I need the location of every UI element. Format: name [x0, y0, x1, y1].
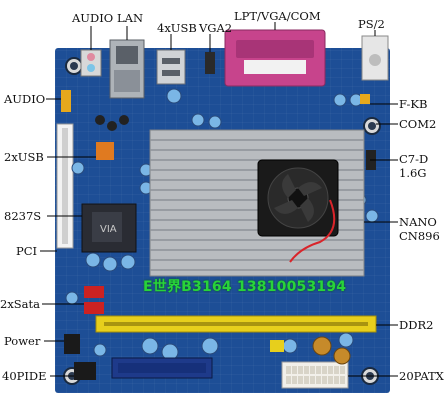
capacitor: [166, 88, 182, 104]
label-nano: NANO: [399, 215, 437, 229]
fan-blade: [300, 198, 314, 222]
label-audio-top: AUDIO: [72, 11, 114, 25]
label-ps2: PS/2: [358, 17, 385, 31]
label-1-6g: 1.6G: [399, 166, 427, 180]
capacitor: [191, 113, 205, 127]
chip-8237s-die: [92, 212, 122, 242]
label-com2: COM2: [399, 117, 437, 131]
watermark-text: E世界B3164 13810053194: [143, 279, 347, 295]
atx-power-pins: [286, 366, 345, 384]
capacitor: [102, 256, 118, 272]
label-c7-d: C7-D: [399, 152, 429, 166]
label-4xusb: 4xUSB: [157, 21, 197, 35]
sata-port: [84, 302, 104, 314]
jumper-block: [270, 340, 284, 352]
fan-blade: [282, 174, 296, 198]
label-40pide: 40PIDE: [2, 369, 47, 383]
label-power: Power: [4, 334, 41, 348]
label-lan: LAN: [117, 11, 144, 25]
fan-blade: [274, 200, 298, 214]
usb-port-block: [156, 49, 186, 85]
capacitor: [71, 161, 85, 175]
mount-hole-center: [70, 62, 78, 70]
label-lpt-vga-com: LPT/VGA/COM: [234, 9, 321, 23]
ddr2-slot-channel: [104, 322, 368, 326]
lpt-sticker: [244, 60, 306, 74]
pci-slot-channel: [62, 128, 68, 244]
power-header: [64, 334, 80, 354]
capacitor: [333, 93, 347, 107]
audio-jack-blue: [87, 64, 95, 72]
sata-port: [84, 286, 104, 298]
f-kb-header: [360, 94, 370, 104]
audio-header: [61, 90, 71, 112]
label-2xsata: 2xSata: [0, 297, 41, 311]
ide-side-header: [74, 362, 96, 380]
usb-stack: [114, 70, 140, 92]
label-2xusb: 2xUSB: [4, 150, 44, 164]
lan-port-socket: [116, 46, 138, 64]
ps2-socket: [369, 54, 381, 66]
lpt-port-pins: [236, 40, 314, 58]
inductor: [333, 347, 351, 365]
fan-blade: [298, 182, 322, 196]
leader-lines: [40, 22, 398, 377]
fan-cable: [289, 199, 336, 263]
usb-slot: [162, 58, 180, 64]
label-cn896: CN896: [399, 229, 440, 243]
capacitor: [95, 115, 105, 125]
capacitor: [141, 337, 159, 355]
label-8237s: 8237S: [4, 209, 42, 223]
chip-logo: VIA: [100, 224, 117, 235]
vga2-header: [205, 52, 215, 74]
capacitor: [119, 115, 129, 125]
capacitor: [365, 209, 379, 223]
capacitor: [93, 343, 107, 357]
ide-connector-pins: [118, 363, 206, 373]
label-vga2: VGA2: [199, 21, 233, 35]
label-pci: PCI: [16, 244, 38, 258]
capacitor: [120, 254, 136, 270]
capacitor: [282, 338, 298, 354]
mount-hole-center: [368, 122, 376, 130]
capacitor: [338, 332, 354, 348]
label-audio-left: AUDIO: [4, 92, 46, 106]
capacitor: [208, 115, 222, 129]
capacitor: [201, 337, 219, 355]
label-20patx: 20PATX: [399, 369, 444, 383]
label-ddr2: DDR2: [399, 318, 434, 332]
capacitor: [65, 291, 79, 305]
audio-jack-pink: [87, 53, 95, 61]
atx-power-connector: [281, 361, 349, 389]
capacitor: [107, 121, 117, 131]
inductor: [312, 336, 332, 356]
label-f-kb: F-KB: [399, 97, 428, 111]
capacitor: [85, 252, 101, 268]
usb-header: [96, 142, 114, 160]
usb-slot: [162, 70, 180, 76]
